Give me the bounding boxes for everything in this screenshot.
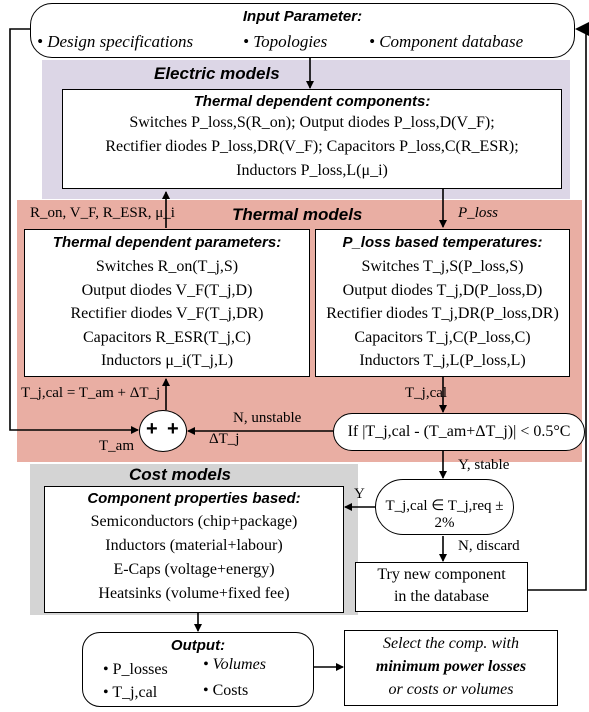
tjcal-equation: T_j,cal = T_am + ΔT_j xyxy=(21,385,161,401)
thermal-dependent-parameters-box: Thermal dependent parameters: Switches R… xyxy=(24,229,310,377)
cost-models-title: Cost models xyxy=(129,465,232,484)
tjcal-label: T_j,cal xyxy=(405,385,448,401)
input-parameter-box: Input Parameter: • Design specifications… xyxy=(30,3,575,58)
select-line-3: or costs or volumes xyxy=(388,681,514,698)
right-line-4: Capacitors T_j,C(P_loss,C) xyxy=(354,329,531,346)
left-line-2: Output diodes V_F(T_j,D) xyxy=(81,282,253,299)
unstable-label: N, unstable xyxy=(233,410,302,426)
electric-line-2: Rectifier diodes P_loss,DR(V_F); Capacit… xyxy=(105,138,519,155)
left-box-title: Thermal dependent parameters: xyxy=(52,234,282,251)
input-item-database: • Component database xyxy=(369,32,524,51)
stability-condition-box: If |T_j,cal - (T_am+ΔT_j)| < 0.5°C xyxy=(333,413,585,451)
component-properties-box: Component properties based: Semiconducto… xyxy=(44,486,344,613)
select-line-1: Select the comp. with xyxy=(383,635,519,652)
ploss-based-temperatures-box: P_loss based temperatures: Switches T_j,… xyxy=(315,229,570,377)
electric-box-title: Thermal dependent components: xyxy=(193,93,431,110)
input-title: Input Parameter: xyxy=(242,8,363,25)
left-line-4: Capacitors R_ESR(T_j,C) xyxy=(83,329,251,346)
ploss-label: P_loss xyxy=(458,205,499,221)
left-line-3: Rectifier diodes V_F(T_j,DR) xyxy=(70,305,264,322)
tolerance-check: T_j,cal ∈ T_j,req ± 2% xyxy=(385,498,504,532)
select-line-2: minimum power losses xyxy=(375,658,527,675)
tolerance-check-box: T_j,cal ∈ T_j,req ± 2% xyxy=(375,479,514,535)
input-item-topologies: • Topologies xyxy=(243,32,328,51)
sum-plus-left: + xyxy=(146,418,158,440)
right-box-title: P_loss based temperatures: xyxy=(342,234,543,251)
sum-plus-right: + xyxy=(167,418,179,440)
discard-label: N, discard xyxy=(458,538,520,554)
right-line-5: Inductors T_j,L(P_loss,L) xyxy=(359,352,526,369)
output-title: Output: xyxy=(170,637,226,654)
output-item-costs: • Costs xyxy=(203,682,249,699)
tam-label: T_am xyxy=(99,438,134,454)
output-item-losses: • P_losses xyxy=(103,661,168,678)
input-item-design: • Design specifications xyxy=(37,32,194,51)
electric-components-box: Thermal dependent components: Switches P… xyxy=(62,89,562,189)
left-line-5: Inductors μ_i(T_j,L) xyxy=(100,352,234,369)
electric-line-3: Inductors P_loss,L(μ_i) xyxy=(236,162,388,179)
output-item-tjcal: • T_j,cal xyxy=(103,684,158,701)
cost-line-1: Semiconductors (chip+package) xyxy=(90,513,298,530)
right-line-2: Output diodes T_j,D(P_loss,D) xyxy=(342,282,543,299)
right-line-1: Switches T_j,S(P_loss,S) xyxy=(361,258,524,275)
electric-models-title: Electric models xyxy=(154,64,280,83)
cost-box-title: Component properties based: xyxy=(87,490,301,507)
delta-tj-label: ΔT_j xyxy=(209,431,240,447)
output-item-volumes: • Volumes xyxy=(203,656,266,673)
feedback-params-label: R_on, V_F, R_ESR, μ_i xyxy=(30,205,175,221)
try-new-component-box: Try new component in the database xyxy=(355,562,528,612)
cost-line-4: Heatsinks (volume+fixed fee) xyxy=(98,585,290,602)
stable-label: Y, stable xyxy=(458,457,510,473)
cost-line-2: Inductors (material+labour) xyxy=(105,537,283,554)
try-new-line-1: Try new component xyxy=(377,566,506,583)
try-new-line-2: in the database xyxy=(393,588,490,605)
selection-box: Select the comp. with minimum power loss… xyxy=(344,630,558,706)
left-line-1: Switches R_on(T_j,S) xyxy=(95,258,239,275)
summing-junction: + + xyxy=(139,410,187,452)
output-box: Output: • P_losses • Volumes • T_j,cal •… xyxy=(82,632,314,707)
electric-line-1: Switches P_loss,S(R_on); Output diodes P… xyxy=(129,114,495,131)
right-line-3: Rectifier diodes T_j,DR(P_loss,DR) xyxy=(326,305,559,322)
stability-condition: If |T_j,cal - (T_am+ΔT_j)| < 0.5°C xyxy=(347,423,571,440)
yes-label: Y xyxy=(354,486,365,502)
thermal-models-title: Thermal models xyxy=(232,205,363,224)
cost-line-3: E-Caps (voltage+energy) xyxy=(113,561,275,578)
